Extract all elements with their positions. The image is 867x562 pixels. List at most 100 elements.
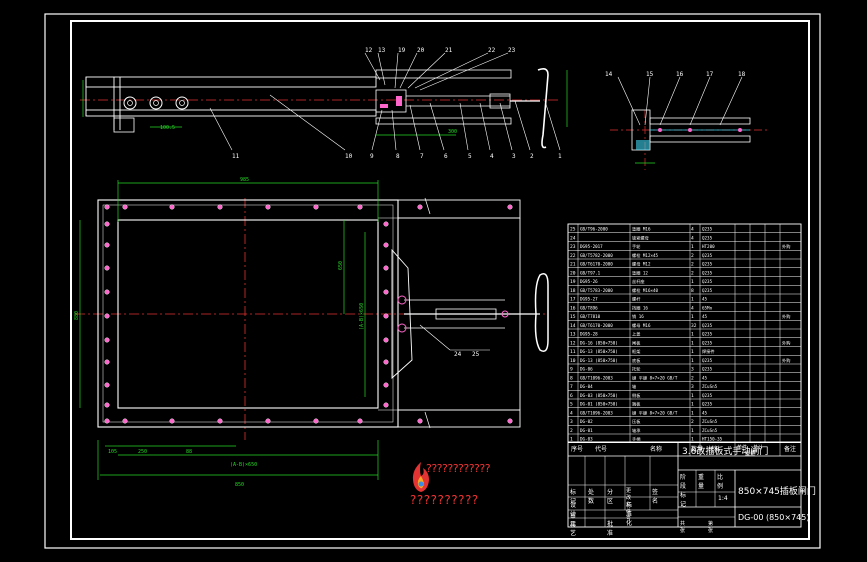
- callout-19: 19: [398, 47, 406, 54]
- bolt-hole: [383, 382, 389, 388]
- parts-row-code: GB/T1096-2003: [580, 410, 613, 415]
- roller-3: [175, 96, 189, 110]
- parts-row-material: Q235: [702, 367, 713, 372]
- dim-bottom-spacing: 250: [138, 449, 147, 455]
- parts-row-name: 底板: [632, 357, 641, 364]
- bolt-hole: [104, 337, 110, 343]
- frame-outer: [97, 199, 399, 428]
- parts-row-no: 4: [570, 410, 573, 416]
- parts-row-no: 6: [570, 393, 573, 399]
- parts-row-code: DG-03: [580, 437, 593, 442]
- callout-5: 5: [468, 153, 472, 160]
- parts-row-qty: 1: [691, 340, 694, 346]
- bolt-hole: [217, 418, 223, 424]
- callout-20: 20: [417, 47, 425, 54]
- label-change-doc: 更改文件号: [626, 488, 632, 522]
- bolt-hole: [104, 204, 110, 210]
- parts-row-qty: 1: [691, 393, 694, 399]
- callout-6: 6: [444, 153, 448, 160]
- parts-row-code: DG-02: [580, 419, 593, 424]
- parts-row-qty: 8: [691, 288, 694, 294]
- parts-row-name: 框架: [632, 348, 640, 355]
- label-standardize: 标准化: [626, 502, 633, 527]
- side-foot: [113, 117, 135, 133]
- parts-row-qty: 1: [691, 244, 694, 250]
- bolt-hole: [383, 359, 389, 365]
- label-count: 处数: [588, 489, 595, 505]
- parts-row-no: 3: [570, 419, 573, 425]
- drawing-number: DG-00 (850×745): [738, 513, 810, 522]
- bolt-hole: [313, 418, 319, 424]
- parts-row-material: Q235: [702, 323, 713, 328]
- label-approve: 批准: [607, 521, 614, 537]
- sheet-inner-border: [70, 20, 810, 540]
- callout-3: 3: [512, 153, 516, 160]
- handwheel-plan: [534, 273, 549, 352]
- bolt-hole: [383, 242, 389, 248]
- parts-row-no: 10: [570, 358, 576, 364]
- parts-row-material: 45: [702, 297, 708, 302]
- side-rail-top: [375, 69, 512, 79]
- parts-row-material: Q235: [702, 393, 713, 398]
- roller-2: [149, 96, 163, 110]
- callout-11: 11: [232, 153, 240, 160]
- parts-row-code: GB/T7810: [580, 314, 601, 319]
- bolt-hole: [104, 402, 110, 408]
- bolt-hole: [104, 289, 110, 295]
- parts-row-no: 17: [570, 297, 576, 303]
- parts-row-name: 垫圈 12: [632, 269, 648, 276]
- parts-row-code: DG95-26: [580, 279, 598, 284]
- parts-row-code: DG-03 (850×750): [580, 393, 618, 398]
- parts-row-material: 65Mn: [702, 305, 713, 310]
- parts-row-name: 侧板: [632, 392, 641, 399]
- parts-header-unit: 单件: [737, 444, 747, 451]
- parts-row-name: 键 平键 8×7×20 GB/T: [632, 409, 678, 416]
- parts-row-no: 16: [570, 305, 576, 311]
- parts-row-material: Q235: [702, 402, 713, 407]
- parts-row-material: Q235: [702, 340, 713, 345]
- bolt-hole: [104, 265, 110, 271]
- parts-header-code: 代号: [595, 445, 607, 453]
- parts-row-no: 14: [570, 323, 576, 329]
- callout-14: 14: [605, 71, 613, 78]
- parts-row-code: GB/T97.1: [580, 270, 601, 275]
- callout-13: 13: [378, 47, 386, 54]
- parts-row-name: 螺母 M16: [632, 322, 651, 329]
- parts-row-no: 20: [570, 270, 576, 276]
- parts-header-weight: 重量: [745, 450, 755, 457]
- parts-row-code: DG-06: [580, 367, 593, 372]
- parts-row-material: ZCuSn5: [702, 384, 718, 389]
- parts-header-total: 总计: [753, 444, 763, 451]
- bolt-hole: [104, 382, 110, 388]
- watermark-flame-logo: [412, 462, 429, 492]
- parts-row-qty: 3: [691, 384, 694, 390]
- project-title: 3.6改插板式手动闸门: [682, 447, 769, 457]
- parts-row-material: HT200: [702, 244, 715, 249]
- parts-row-qty: 1: [691, 410, 694, 416]
- bolt-hole: [104, 242, 110, 248]
- parts-row-code: GB/T5782-2000: [580, 253, 613, 258]
- callout-21: 21: [445, 47, 453, 54]
- parts-row-qty: 1: [691, 279, 694, 285]
- screw-housing: [375, 89, 407, 113]
- bolt-hole: [104, 359, 110, 365]
- bolt-hole: [169, 204, 175, 210]
- parts-row-name: 丝杆座: [632, 278, 645, 285]
- parts-row-name: 挡圈 16: [632, 304, 648, 311]
- parts-row-code: DG95-28: [580, 332, 598, 337]
- detail-view: [610, 76, 770, 170]
- parts-row-qty: 2: [691, 375, 694, 381]
- callout-4: 4: [490, 153, 494, 160]
- parts-row-code: GB/T6170-2000: [580, 262, 613, 267]
- parts-row-qty: 4: [691, 305, 694, 311]
- screw-bracket: [391, 248, 413, 380]
- bolt-hole: [383, 402, 389, 408]
- bolt-hole: [383, 221, 389, 227]
- parts-row-qty: 1: [691, 332, 694, 338]
- parts-row-no: 23: [570, 244, 576, 250]
- parts-row-name: 手轮: [632, 243, 641, 250]
- label-zone: 分区: [607, 489, 614, 505]
- parts-row-name: 端板: [632, 401, 641, 408]
